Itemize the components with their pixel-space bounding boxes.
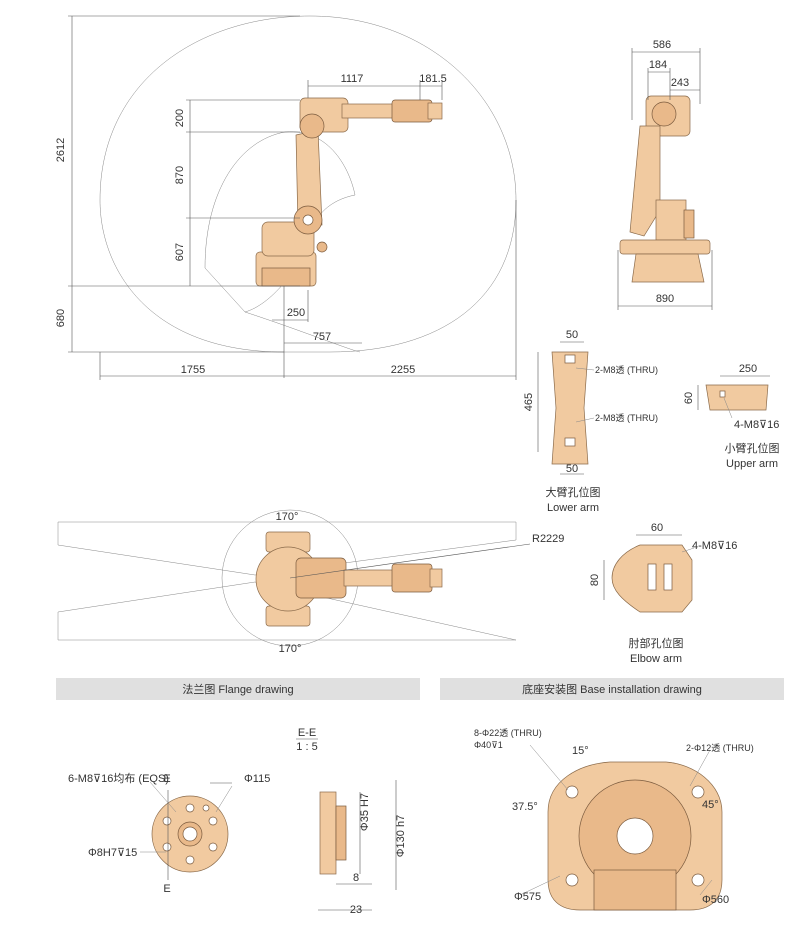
side-view: 1117 181.5 200 870 607 2612 680 250 757 … bbox=[55, 15, 517, 380]
front-dimension-lines bbox=[617, 48, 713, 310]
lower-arm-detail: 50 50 465 2-M8透 (THRU) 2-M8透 (THRU) 大臂孔位… bbox=[523, 329, 658, 514]
lower-dim-50-bot: 50 bbox=[566, 463, 578, 475]
lower-arm-caption-cn: 大臂孔位图 bbox=[546, 485, 601, 499]
side-dimension-lines bbox=[68, 15, 517, 380]
dim-1117: 1117 bbox=[341, 73, 364, 85]
robot-top-body bbox=[255, 531, 443, 627]
dim-184: 184 bbox=[649, 59, 667, 71]
elbow-dim-60: 60 bbox=[651, 522, 663, 534]
base-cbore40-label: Φ40⊽1 bbox=[474, 740, 503, 750]
dim-870: 870 bbox=[174, 166, 186, 184]
base-title-band bbox=[440, 678, 784, 700]
dim-607: 607 bbox=[174, 243, 186, 261]
lower-dim-50-top: 50 bbox=[566, 329, 578, 341]
dim-890: 890 bbox=[656, 293, 674, 305]
dim-2612: 2612 bbox=[55, 138, 67, 162]
flange-section-view: E-E 1 : 5 Φ35 H7 Φ130 h7 8 23 bbox=[296, 727, 407, 916]
base-angle-37-5: 37.5° bbox=[512, 801, 538, 813]
section-dia-35: Φ35 H7 bbox=[359, 793, 371, 831]
base-dia-560: Φ560 bbox=[702, 894, 729, 906]
base-view: 8-Φ22透 (THRU) Φ40⊽1 2-Φ12透 (THRU) 15° 37… bbox=[474, 728, 754, 911]
robot-front-body bbox=[619, 95, 711, 283]
base-angle-15: 15° bbox=[572, 745, 589, 757]
dim-181-5: 181.5 bbox=[419, 73, 447, 85]
upper-arm-caption-en: Upper arm bbox=[726, 458, 778, 470]
robot-side-body bbox=[255, 97, 443, 287]
lower-dim-465: 465 bbox=[523, 393, 535, 411]
upper-dim-250: 250 bbox=[739, 363, 757, 375]
upper-dim-60: 60 bbox=[683, 392, 695, 404]
top-radius-r2229: R2229 bbox=[532, 533, 564, 545]
base-holes22-label: 8-Φ22透 (THRU) bbox=[474, 728, 542, 738]
section-dim-8: 8 bbox=[353, 872, 359, 884]
base-angle-45: 45° bbox=[702, 799, 719, 811]
front-view: 586 184 243 890 bbox=[617, 39, 713, 310]
upper-hole-label: 4-M8⊽16 bbox=[734, 419, 779, 431]
section-dim-23: 23 bbox=[350, 904, 362, 916]
base-holes12-label: 2-Φ12透 (THRU) bbox=[686, 743, 754, 753]
upper-arm-detail: 250 60 4-M8⊽16 小臂孔位图 Upper arm bbox=[683, 363, 780, 470]
flange-title: 法兰图 Flange drawing bbox=[182, 682, 293, 696]
top-angle-170-bot: 170° bbox=[279, 643, 302, 655]
flange-holes-label: 6-M8⊽16均布 (EQS) bbox=[68, 772, 169, 785]
base-dia-575: Φ575 bbox=[514, 891, 541, 903]
elbow-hole-label: 4-M8⊽16 bbox=[692, 540, 737, 552]
lower-arm-caption-en: Lower arm bbox=[547, 502, 599, 514]
elbow-caption-en: Elbow arm bbox=[630, 653, 682, 665]
lower-hole-top-label: 2-M8透 (THRU) bbox=[595, 365, 658, 375]
elbow-caption-cn: 肘部孔位图 bbox=[629, 636, 684, 650]
section-scale: 1 : 5 bbox=[296, 741, 317, 753]
flange-title-band bbox=[56, 678, 420, 700]
work-envelope-outer bbox=[99, 15, 517, 353]
dim-757: 757 bbox=[313, 331, 331, 343]
lower-arm-shape bbox=[551, 351, 589, 465]
flange-pin-label: Φ8H7⊽15 bbox=[88, 847, 137, 859]
section-title: E-E bbox=[298, 727, 316, 739]
work-envelope-arc bbox=[244, 311, 361, 353]
upper-arm-caption-cn: 小臂孔位图 bbox=[725, 441, 780, 455]
top-view-sweep-top bbox=[57, 521, 517, 576]
flange-front-view: 6-M8⊽16均布 (EQS) Φ115 Φ8H7⊽15 E E bbox=[68, 772, 270, 895]
flange-section-mark-top: E bbox=[163, 773, 170, 785]
top-view-sweep-bot bbox=[57, 581, 517, 641]
upper-arm-shape bbox=[705, 384, 769, 411]
top-view: 170° 170° R2229 bbox=[57, 509, 564, 655]
dim-200: 200 bbox=[174, 109, 186, 127]
elbow-dim-80: 80 bbox=[589, 574, 601, 586]
flange-section-mark-bot: E bbox=[163, 883, 170, 895]
base-title: 底座安装图 Base installation drawing bbox=[522, 682, 702, 696]
dim-243: 243 bbox=[671, 77, 689, 89]
dim-1755: 1755 bbox=[181, 364, 205, 376]
section-dia-130: Φ130 h7 bbox=[395, 815, 407, 857]
dim-680: 680 bbox=[55, 309, 67, 327]
lower-hole-bot-label: 2-M8透 (THRU) bbox=[595, 413, 658, 423]
dim-2255: 2255 bbox=[391, 364, 415, 376]
dim-586: 586 bbox=[653, 39, 671, 51]
top-angle-170-top: 170° bbox=[276, 511, 299, 523]
dim-250: 250 bbox=[287, 307, 305, 319]
elbow-detail: 60 80 4-M8⊽16 肘部孔位图 Elbow arm bbox=[589, 522, 737, 665]
flange-dia-115: Φ115 bbox=[244, 773, 270, 785]
